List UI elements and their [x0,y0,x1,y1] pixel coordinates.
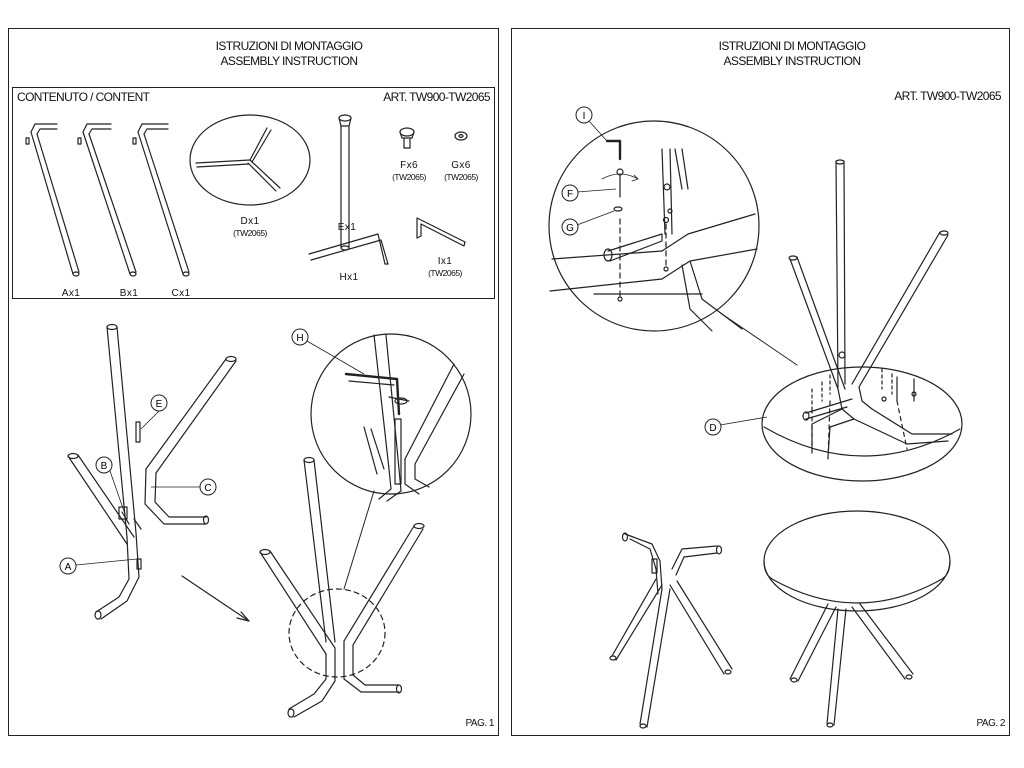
callout-h: H [296,333,303,344]
exploded-frame-drawing [67,323,237,620]
direction-arrow [181,575,250,622]
callout-d: D [709,423,716,434]
part-a-label: Ax1 [61,288,81,299]
table-top-d-drawing [189,114,311,206]
washer-g-drawing [454,131,468,141]
page1-assembly-drawings: A B C E H [59,323,472,718]
page1-callouts: A B C E H [59,328,365,575]
callout-c: C [204,483,211,494]
hex-key-h-drawing [308,233,389,265]
contents-box: CONTENUTO / CONTENT ART. TW900-TW2065 [12,87,495,299]
callout-f: F [567,189,573,200]
callout-b: B [101,461,108,472]
part-d-label: Dx1 [240,216,260,227]
part-i-sublabel: (TW2065) [428,268,462,278]
page2-title-italian: ISTRUZIONI DI MONTAGGIO [718,39,866,53]
detail-pointer-line [721,313,798,366]
page1-article-code: ART. TW900-TW2065 [383,90,490,104]
callout-e: E [156,399,163,410]
page1-number: PAG. 1 [465,718,495,729]
part-g-label: Gx6 [451,160,471,171]
hex-key-i-drawing [416,217,466,247]
finished-table-drawing [763,510,951,728]
part-c-label: Cx1 [171,288,191,299]
leg-c-drawing [132,123,190,277]
leg-b-drawing [77,123,137,277]
part-i-label: Ix1 [437,256,453,267]
page1-header: ISTRUZIONI DI MONTAGGIO ASSEMBLY INSTRUC… [209,39,369,69]
table-upside-down-drawing [761,159,963,482]
leg-a-drawing [25,123,80,277]
instruction-page-2: ISTRUZIONI DI MONTAGGIO ASSEMBLY INSTRUC… [511,28,1010,736]
screw-f-drawing [399,127,415,149]
part-g-sublabel: (TW2065) [444,172,478,182]
page2-assembly-drawings: I F G D [548,106,963,729]
page1-title-english: ASSEMBLY INSTRUCTION [220,54,359,68]
part-e-label: Ex1 [337,222,357,233]
callout-g: G [566,223,574,234]
part-b-label: Bx1 [119,288,139,299]
callout-a: A [65,562,72,573]
detail-circle-top-attachment [548,120,760,332]
part-h-label: Hx1 [339,272,359,283]
page2-number: PAG. 2 [976,718,1006,729]
page1-title-italian: ISTRUZIONI DI MONTAGGIO [215,39,363,53]
page2-header: ISTRUZIONI DI MONTAGGIO ASSEMBLY INSTRUC… [712,39,872,69]
part-f-label: Fx6 [400,160,418,171]
part-d-sublabel: (TW2065) [233,228,267,238]
page2-title-english: ASSEMBLY INSTRUCTION [723,54,862,68]
page2-article-code: ART. TW900-TW2065 [894,89,1001,103]
assembled-frame-drawing [259,456,425,718]
instruction-page-1: ISTRUZIONI DI MONTAGGIO ASSEMBLY INSTRUC… [8,28,499,736]
contents-title: CONTENUTO / CONTENT [17,90,150,104]
callout-i: I [583,111,586,122]
parts-drawings [25,114,468,277]
detail-circle-h [310,333,472,502]
assembled-frame-drawing [609,532,733,729]
part-f-sublabel: (TW2065) [392,172,426,182]
page2-callouts: I F G D [561,106,768,436]
